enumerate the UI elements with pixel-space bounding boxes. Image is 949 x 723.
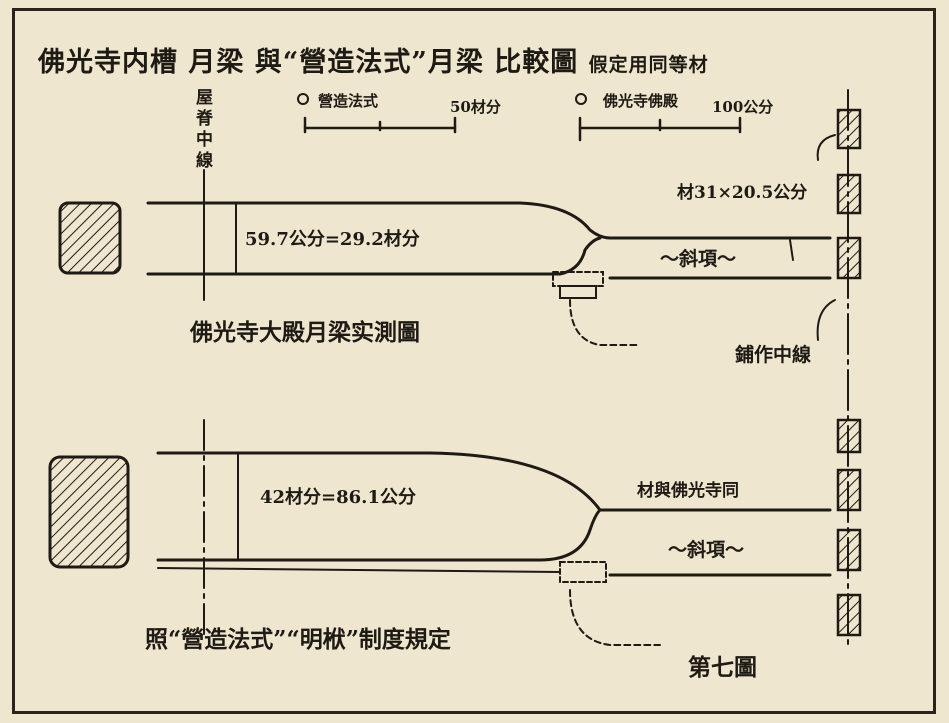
bottom-dimension-label: 42材分=86.1公分 [260,487,416,508]
scale-label-foguang: 佛光寺佛殿 [603,92,679,110]
bottom-beam [48,451,832,646]
top-beam [58,201,832,346]
diagram-frame [12,8,936,714]
scale-value-yingzao: 50材分 [450,98,501,116]
scale-marker [297,93,309,105]
scale-value-foguang: 100公分 [712,98,774,116]
bottom-caption: 照“營造法式”“明栿”制度規定 [145,626,451,653]
ridge-label: 屋脊中線 [192,88,212,172]
figure-number: 第七圖 [688,654,757,681]
bottom-material-label: 材與佛光寺同 [637,481,739,501]
scale-bar-yingzao [303,116,457,134]
scale-marker [575,93,587,105]
title-note: 假定用同等材 [588,54,709,76]
top-material-label: 材31×20.5公分 [677,183,808,203]
title-main: 佛光寺内槽 月梁 與“營造法式”月梁 比較圖 [38,47,579,78]
top-caption: 佛光寺大殿月梁实測圖 [190,319,420,346]
scale-label-yingzao: 營造法式 [318,92,379,110]
top-dimension-label: 59.7公分=29.2材分 [245,229,420,250]
top-slope-label: 〜斜項〜 [660,248,737,270]
bracket-line-label: 鋪作中線 [735,344,812,366]
scale-bar-foguang [578,116,742,142]
bottom-slope-label: 〜斜項〜 [668,539,745,561]
diagram-title: 佛光寺内槽 月梁 與“營造法式”月梁 比較圖 假定用同等材 [38,40,709,79]
bracket-blocks [836,108,862,637]
